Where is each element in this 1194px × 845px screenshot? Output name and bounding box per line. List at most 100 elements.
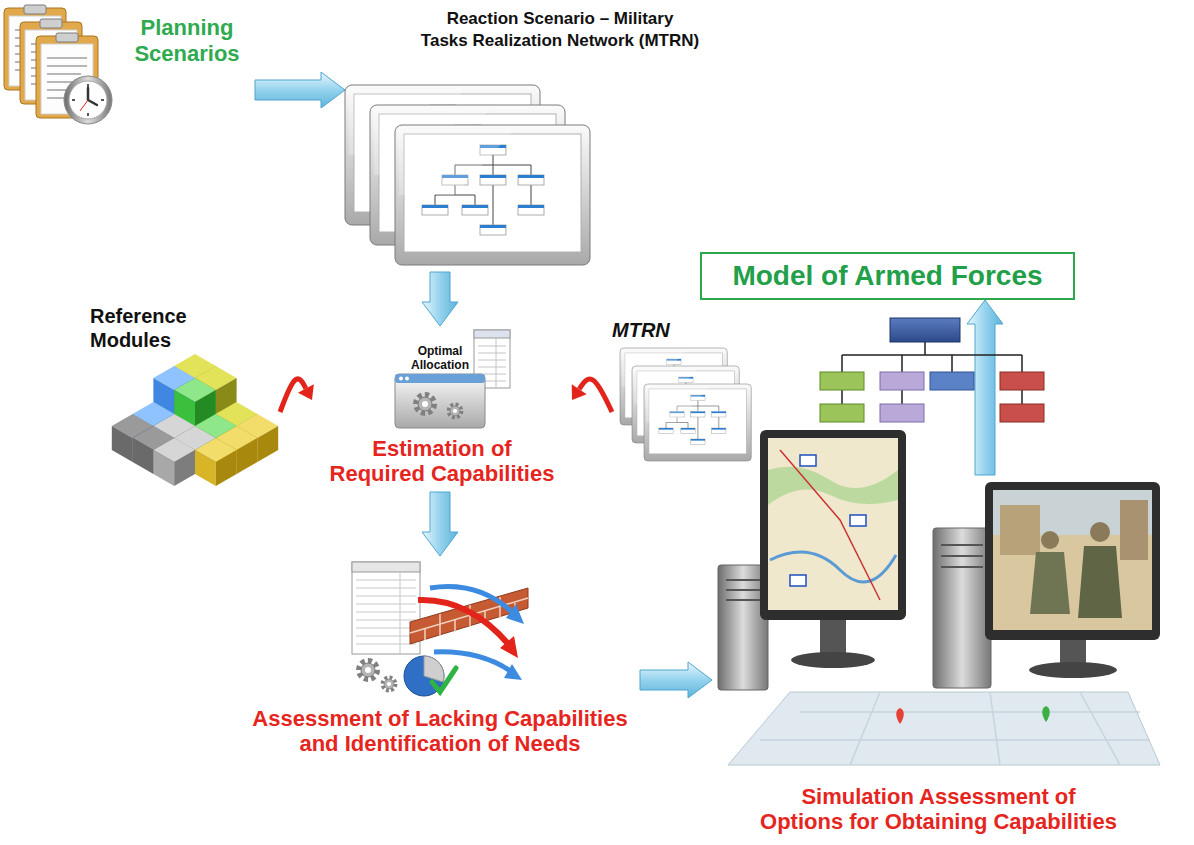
assessment-icon xyxy=(359,661,377,679)
flow-arrow xyxy=(422,492,458,556)
allocation-icon xyxy=(395,330,510,428)
simulation-computers xyxy=(820,620,846,654)
flow-arrow xyxy=(255,72,345,108)
assessment-icon xyxy=(504,664,522,680)
assessment-icon xyxy=(500,636,518,658)
simulation-computers xyxy=(760,430,906,620)
org-chart xyxy=(880,404,924,422)
monitor-stack xyxy=(345,85,590,265)
simulation-computers xyxy=(1120,500,1148,560)
clipboards-icon xyxy=(4,5,112,124)
cube-cluster xyxy=(195,438,237,486)
allocation-arrow xyxy=(280,379,306,412)
allocation-icon xyxy=(474,330,510,338)
mtrn-stack: MTRN xyxy=(612,318,752,463)
assessment-icon xyxy=(410,588,528,644)
allocation-icon xyxy=(449,405,462,418)
allocation-arrow xyxy=(579,379,612,412)
allocation-arrow xyxy=(280,379,314,412)
org-chart xyxy=(1000,372,1044,390)
simulation-computers xyxy=(1090,522,1110,542)
simulation-computers xyxy=(941,545,983,567)
allocation-icon xyxy=(416,395,434,413)
simulation-computers xyxy=(1000,505,1040,555)
allocation-icon xyxy=(399,377,403,381)
simulation-computers xyxy=(770,552,896,582)
simulation-computers xyxy=(1030,552,1070,614)
icon-label: Optimal Allocation xyxy=(395,344,485,372)
allocation-icon xyxy=(395,374,485,428)
simulation-computers xyxy=(780,450,880,600)
simulation-computers xyxy=(790,575,806,586)
step-label: Planning Scenarios xyxy=(122,15,252,67)
step-caption: Assessment of Lacking Capabilities and I… xyxy=(240,706,640,756)
simulation-computers xyxy=(1042,706,1050,722)
flow-arrow xyxy=(422,492,458,556)
assessment-icon xyxy=(383,678,396,691)
monitor-stack xyxy=(644,384,751,461)
monitor-stack xyxy=(620,348,751,461)
simulation-computers xyxy=(993,490,1152,630)
clipboards-icon xyxy=(64,76,112,124)
simulation-computers xyxy=(800,455,816,466)
assessment-icon xyxy=(430,587,515,615)
assessment-icon xyxy=(352,562,420,572)
assessment-icon xyxy=(506,604,524,624)
simulation-computers xyxy=(985,482,1160,640)
simulation-computers xyxy=(850,515,866,526)
scenario-step: Planning Scenarios xyxy=(0,0,255,130)
monitor-stack xyxy=(395,125,590,265)
clipboards-icon xyxy=(72,84,104,116)
step-caption: Simulation Assessment of Options for Obt… xyxy=(712,784,1165,834)
clipboards-icon xyxy=(80,100,88,111)
simulation-computers xyxy=(768,438,898,610)
simulation-step: Simulation Assessment of Options for Obt… xyxy=(712,475,1165,837)
model-title: Model of Armed Forces xyxy=(702,254,1073,298)
simulation-computers xyxy=(718,430,1160,765)
assessment-icon xyxy=(432,668,456,692)
clipboards-icon xyxy=(88,88,97,105)
assessment-icon xyxy=(410,597,528,640)
stack-label: MTRN xyxy=(612,318,692,342)
simulation-computers xyxy=(1029,662,1117,678)
org-chart xyxy=(820,318,1044,422)
org-chart xyxy=(820,372,864,390)
flow-arrow xyxy=(422,272,458,326)
flow-arrow xyxy=(640,662,712,698)
allocation-icon xyxy=(405,377,409,381)
simulation-computers xyxy=(768,467,898,505)
org-chart xyxy=(820,404,864,422)
simulation-computers xyxy=(933,528,991,688)
org-chart xyxy=(890,318,960,342)
step-caption: Estimation of Required Capabilities xyxy=(312,436,572,486)
org-chart xyxy=(1000,404,1044,422)
armed-forces-model: Model of Armed Forces xyxy=(700,252,1075,300)
arrow-head xyxy=(572,384,587,400)
clipboards-icon xyxy=(69,81,107,119)
assessment-icon xyxy=(352,562,528,696)
flow-arrow xyxy=(640,662,712,698)
module-label: Reference Modules xyxy=(90,304,205,352)
flow-arrow xyxy=(255,72,345,108)
reaction-scenario: Reaction Scenario – Military Tasks Reali… xyxy=(345,8,710,272)
cube-cluster xyxy=(112,354,278,486)
simulation-computers xyxy=(728,692,1160,765)
reference-modules: Reference Modules xyxy=(88,300,280,495)
simulation-computers xyxy=(1078,546,1122,618)
allocation-step: Optimal AllocationEstimation of Required… xyxy=(312,326,572,492)
needs-assessment: Assessment of Lacking Capabilities and I… xyxy=(240,556,640,760)
cube-cluster xyxy=(153,438,195,486)
simulation-computers xyxy=(896,708,904,724)
simulation-computers xyxy=(1041,531,1059,549)
allocation-icon xyxy=(449,405,462,418)
scenario-heading: Reaction Scenario – Military Tasks Reali… xyxy=(410,8,710,52)
org-chart xyxy=(930,372,974,390)
allocation-icon xyxy=(395,374,485,383)
simulation-computers xyxy=(760,692,1150,765)
simulation-computers xyxy=(791,652,875,668)
assessment-icon xyxy=(383,678,396,691)
assessment-icon xyxy=(356,572,416,654)
arrow-head xyxy=(298,384,314,400)
org-chart xyxy=(880,372,924,390)
